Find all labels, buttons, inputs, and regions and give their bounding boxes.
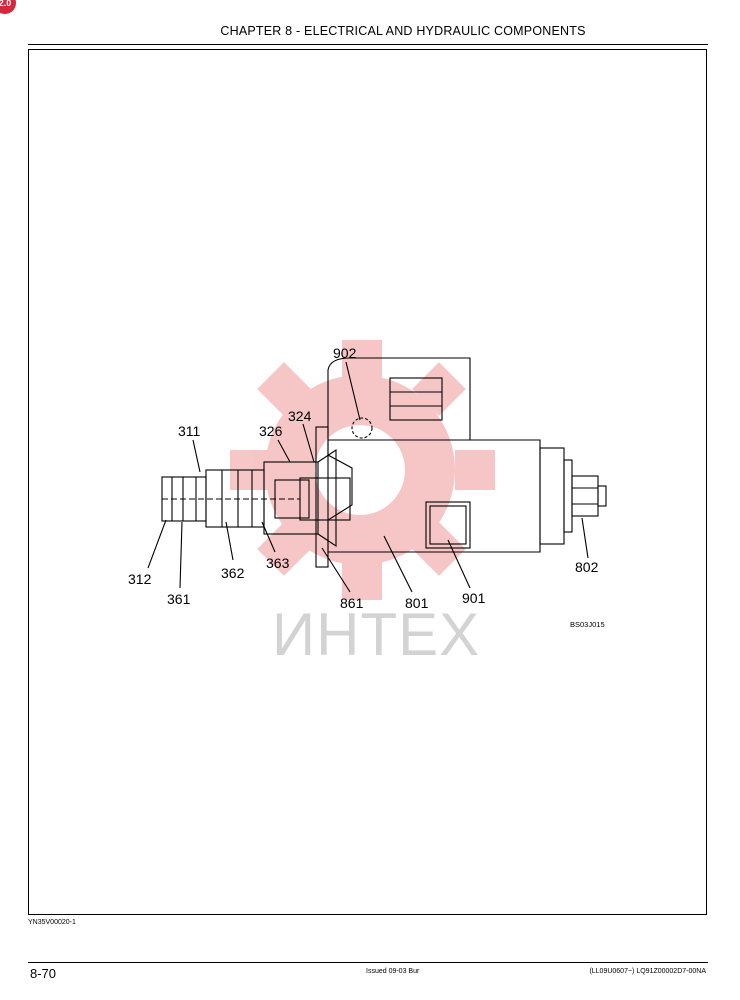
callout-324: 324 [288,408,312,424]
callout-labels: 902 324 326 311 312 361 362 363 861 801 … [128,345,605,629]
callout-362: 362 [221,565,245,581]
drawing-code: BS03J015 [570,620,605,629]
valve-flange [315,426,329,568]
chapter-header: CHAPTER 8 - ELECTRICAL AND HYDRAULIC COM… [28,24,708,45]
callout-312: 312 [128,571,152,587]
callout-902: 902 [333,345,357,361]
footer-rule [28,962,708,963]
callout-802: 802 [575,559,599,575]
page-number: 8-70 [30,966,57,981]
figure-frame [28,49,707,915]
corner-badge: 2.0 [0,0,16,14]
hidden-part-902 [351,417,373,439]
issue-info: Issued 09-03 Bur [366,968,420,975]
callout-361: 361 [167,591,191,607]
callout-363: 363 [266,555,290,571]
callout-801: 801 [405,595,429,611]
connector-plug [389,377,443,421]
valve-sleeve [161,448,351,548]
callout-326: 326 [259,423,283,439]
adjust-nut [571,475,599,517]
callout-901: 901 [462,590,486,606]
figure-id: YN35V00020-1 [28,919,76,926]
nameplate [425,501,471,549]
doc-code: (LL09U0607~) LQ91Z00002D7-00NA [589,968,706,975]
gear-watermark-icon [230,340,495,600]
rear-cap [539,447,565,545]
callout-861: 861 [340,595,364,611]
callout-311: 311 [178,423,201,439]
watermark-text: ИНТЕХ [272,601,481,668]
connector-body [327,357,471,440]
